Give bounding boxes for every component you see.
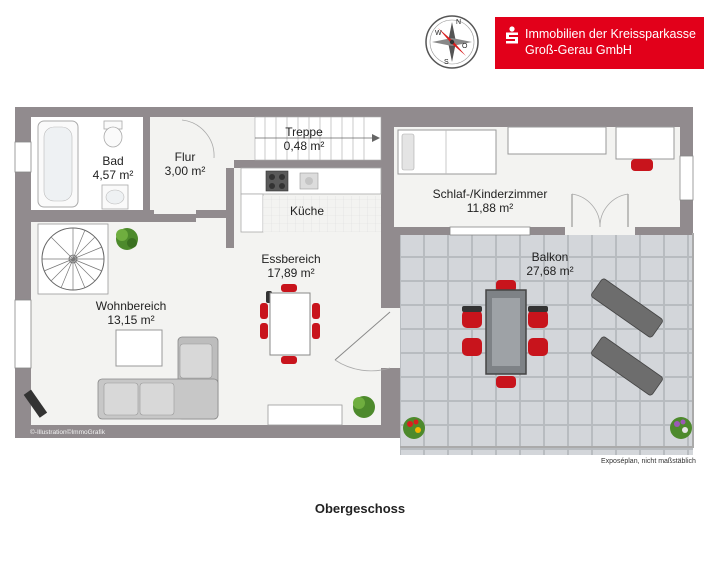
room-name: Essbereich [261,252,321,266]
flur-door [181,119,215,159]
coffee-table-icon [115,329,163,367]
room-label-bad: Bad 4,57 m² [93,154,134,182]
room-name: Bad [102,154,124,168]
bedroom-balcony-door [565,193,635,235]
dining-table-icon [260,284,320,364]
window-bad [14,141,32,173]
plant-icon [116,228,138,250]
room-area: 27,68 m² [526,264,574,278]
compass-letter-s: S [444,59,449,66]
balcony-table-icon [462,280,548,388]
floor-title: Obergeschoss [314,501,406,516]
kitchen-counter [240,167,382,233]
bed-icon [397,129,497,175]
tv-icon [23,389,48,418]
room-label-schlaf: Schlaf-/Kinderzimmer 11,88 m² [433,187,548,215]
room-label-balkon: Balkon 27,68 m² [526,250,573,278]
wardrobe-icon [507,126,607,155]
room-label-kueche: Küche [290,204,324,218]
room-name: Balkon [531,250,569,264]
sun-lounger-icon-2 [591,336,663,396]
room-area: 13,15 m² [107,313,155,327]
window-wohn [14,299,32,369]
room-area: 3,00 m² [164,164,206,178]
room-label-flur: Flur 3,00 m² [165,150,206,178]
sofa-icon [97,336,219,420]
room-name: Treppe [285,125,323,139]
balkon-railing [400,233,694,448]
room-label-wohnbereich: Wohnbereich 13,15 m² [96,299,167,327]
illustration-credit: ©-Illustration©ImmoGrafik [30,429,105,436]
window-schlaf [679,155,694,201]
treppe-stair [254,116,382,161]
window-schlaf-south [449,226,531,236]
balkon-door [334,308,400,372]
company-logo-box: Immobilien der Kreissparkasse Groß-Gerau… [495,17,704,69]
flower-pot-icon-1 [403,417,425,439]
company-name-line2: Groß-Gerau GmbH [525,43,632,57]
room-label-essbereich: Essbereich 17,89 m² [261,252,320,280]
room-label-treppe: Treppe 0,48 m² [284,125,325,153]
sink-icon [101,184,129,210]
company-name-line1: Immobilien der Kreissparkasse [525,27,696,41]
spiral-staircase-icon [37,223,109,295]
sparkasse-logo-icon [506,26,518,44]
desk-icon [615,126,675,171]
room-area: 4,57 m² [92,168,134,182]
compass-letter-o: O [462,43,468,50]
room-area: 0,48 m² [283,139,325,153]
room-name: Küche [289,204,325,218]
room-area: 11,88 m² [466,201,514,215]
flower-pot-icon-2 [670,417,692,439]
room-name: Schlaf-/Kinderzimmer [432,187,548,201]
sun-lounger-icon-1 [591,278,663,338]
compass-icon: N O S W [425,15,479,69]
plant-icon-ess [353,396,375,418]
bathtub-icon [37,120,79,208]
compass-letter-w: W [435,30,442,37]
toilet-icon [103,120,123,148]
room-name: Flur [174,150,196,164]
sideboard-icon [267,404,343,426]
scale-note: Exposéplan, nicht maßstäblich [601,458,696,465]
room-name: Wohnbereich [95,299,167,313]
compass-letter-n: N [456,19,461,26]
room-area: 17,89 m² [267,266,315,280]
